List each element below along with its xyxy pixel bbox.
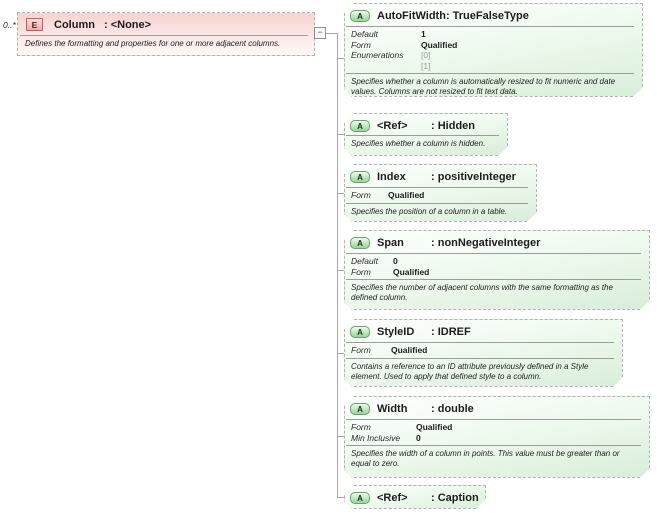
attribute-header: A Width : double — [345, 397, 649, 418]
element-box-column[interactable]: E Column : <None> Defines the formatting… — [17, 12, 315, 56]
attribute-header: A StyleID : IDREF — [345, 320, 622, 341]
attribute-name: AutoFitWidth — [377, 10, 446, 22]
attribute-description: Contains a reference to an ID attribute … — [346, 358, 614, 385]
attribute-description: Specifies the width of a column in point… — [346, 445, 641, 472]
attribute-type: : IDREF — [431, 326, 471, 338]
attribute-box-width[interactable]: A Width : double Form Qualified Min Incl… — [344, 396, 650, 478]
property-row: Form Qualified — [351, 39, 458, 50]
attribute-properties: Form Qualified — [346, 342, 614, 358]
attribute-header: A Span : nonNegativeInteger — [345, 231, 649, 252]
element-badge-icon: E — [26, 18, 43, 31]
attribute-badge-icon: A — [350, 492, 370, 504]
attribute-name: <Ref> — [377, 120, 408, 132]
element-type: : <None> — [104, 18, 152, 31]
attribute-box-span[interactable]: A Span : nonNegativeInteger Default 0 Fo… — [344, 230, 650, 310]
property-row: Form Qualified — [351, 422, 453, 432]
attribute-badge-icon: A — [350, 120, 370, 132]
collapse-button[interactable]: − — [314, 27, 326, 39]
attribute-header: A <Ref> : Hidden — [345, 114, 507, 135]
property-row: [1] — [421, 60, 431, 71]
attribute-name: Span — [377, 237, 404, 249]
property-row: Form Qualified — [351, 190, 425, 200]
attribute-box-styleid[interactable]: A StyleID : IDREF Form Qualified Contain… — [344, 319, 623, 387]
property-row: Min Inclusive 0 — [351, 432, 421, 443]
attribute-type: : double — [431, 403, 474, 415]
attribute-badge-icon: A — [350, 326, 370, 338]
attribute-box-autofitwidth[interactable]: A AutoFitWidth : TrueFalseType Default 1… — [344, 3, 643, 97]
attribute-name: StyleID — [377, 326, 415, 338]
attribute-properties: Form Qualified — [346, 187, 528, 203]
attribute-badge-icon: A — [350, 403, 370, 415]
attribute-description: Specifies whether a column is automatica… — [346, 73, 634, 97]
property-row: Form Qualified — [351, 345, 428, 355]
attribute-header: A AutoFitWidth : TrueFalseType — [345, 4, 642, 25]
attribute-name: <Ref> — [377, 492, 408, 504]
attribute-name: Width — [377, 403, 408, 415]
property-row: Form Qualified — [351, 266, 430, 277]
attribute-properties: Form Qualified Min Inclusive 0 — [346, 419, 641, 445]
attribute-type: : Hidden — [431, 120, 475, 132]
occurrence-label: 0..* — [3, 20, 16, 30]
attribute-description: Specifies the number of adjacent columns… — [346, 279, 641, 306]
attribute-header: A <Ref> : Caption — [345, 486, 485, 507]
property-row: Default 1 — [351, 29, 426, 39]
attribute-badge-icon: A — [350, 10, 370, 22]
attribute-type: : TrueFalseType — [445, 10, 529, 22]
attribute-badge-icon: A — [350, 171, 370, 183]
element-header: E Column : <None> — [18, 13, 314, 34]
attribute-type: : Caption — [431, 492, 479, 504]
attribute-type: : nonNegativeInteger — [431, 237, 541, 249]
attribute-type: : positiveInteger — [431, 171, 516, 183]
element-description: Defines the formatting and properties fo… — [20, 35, 308, 51]
attribute-description: Specifies whether a column is hidden. — [346, 135, 499, 152]
attribute-name: Index — [377, 171, 406, 183]
attribute-properties: Default 0 Form Qualified — [346, 253, 641, 279]
attribute-box-hidden[interactable]: A <Ref> : Hidden Specifies whether a col… — [344, 113, 508, 156]
attribute-properties: Default 1 Form Qualified Enumerations [0… — [346, 26, 634, 73]
attribute-description: Specifies the position of a column in a … — [346, 203, 528, 220]
attribute-box-index[interactable]: A Index : positiveInteger Form Qualified… — [344, 164, 537, 222]
property-row: Enumerations [0] — [351, 50, 431, 60]
property-row: Default 0 — [351, 256, 398, 266]
attribute-box-caption[interactable]: A <Ref> : Caption — [344, 485, 486, 509]
attribute-badge-icon: A — [350, 237, 370, 249]
element-name: Column — [54, 18, 95, 31]
attribute-header: A Index : positiveInteger — [345, 165, 536, 186]
